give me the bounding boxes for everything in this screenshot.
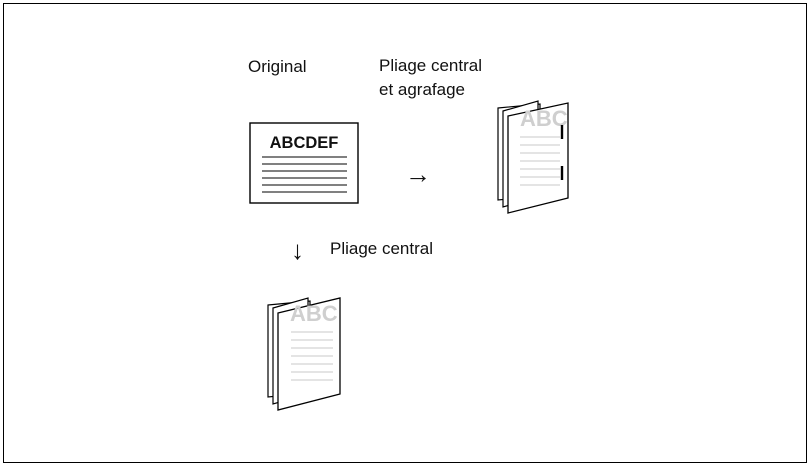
booklet-folded-ghost-text: ABC — [290, 301, 338, 326]
original-document: ABCDEF — [249, 122, 359, 204]
booklet-folded-lines — [291, 331, 333, 381]
arrow-right: → — [405, 159, 431, 189]
label-fold: Pliage central — [330, 239, 434, 258]
label-stitch-line2: et agrafage — [379, 80, 466, 99]
booklet-stapled-lines — [520, 136, 560, 186]
booklet-folded: ABC — [267, 297, 341, 411]
booklet-stapled: ABC — [497, 100, 569, 214]
booklet-stapled-ghost-text: ABC — [520, 106, 568, 131]
document-text-lines — [262, 156, 347, 193]
label-original: Original — [248, 57, 307, 76]
label-stitch-line1: Pliage central — [379, 56, 483, 75]
arrow-down: ↓ — [291, 235, 304, 265]
document-heading: ABCDEF — [270, 134, 339, 152]
